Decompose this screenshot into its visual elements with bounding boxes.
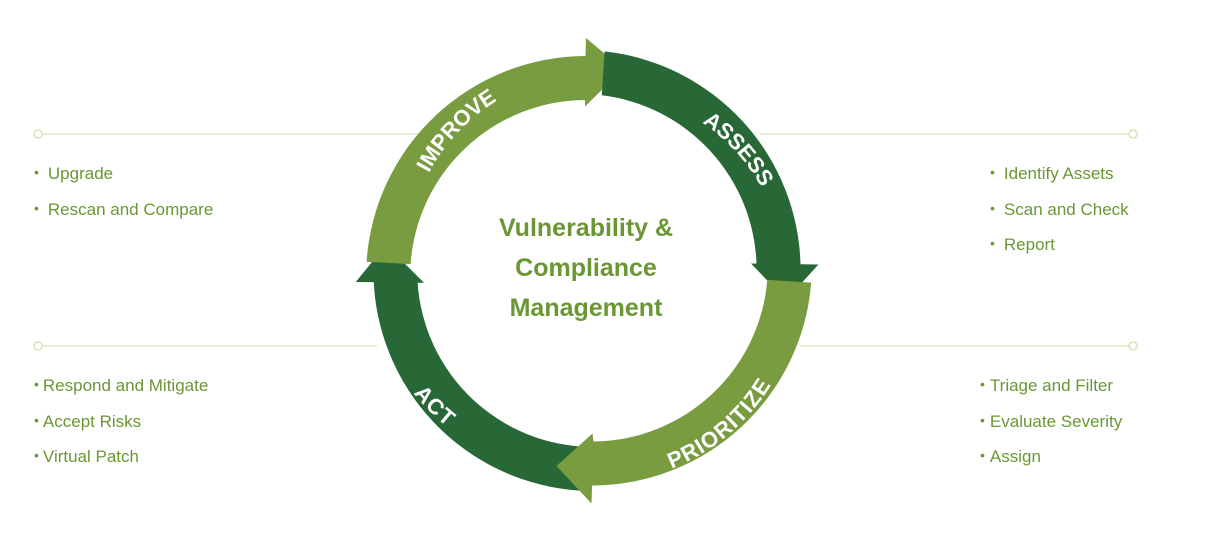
list-item: • Report (990, 232, 1129, 268)
list-item: • Rescan and Compare (34, 197, 213, 233)
list-item-text: Rescan and Compare (47, 199, 214, 219)
bullet-icon: • (980, 411, 985, 428)
center-title-line-3: Management (509, 294, 663, 322)
bullet-icon: • (34, 376, 39, 392)
list-item-text: Report (1003, 235, 1055, 254)
list-item-text: Triage and Filter (989, 376, 1114, 395)
list-item-text: Scan and Check (1003, 199, 1129, 219)
improve-connector-line (42, 133, 422, 135)
list-item-text: Evaluate Severity (989, 411, 1123, 431)
list-item: •Virtual Patch (34, 444, 208, 480)
act-connector-line (42, 345, 377, 347)
list-item: •Respond and Mitigate (34, 373, 208, 409)
center-title-line-2: Compliance (515, 254, 657, 282)
list-item-text: Assign (989, 447, 1041, 466)
assess-arrow (601, 51, 819, 301)
bullet-icon: • (34, 164, 39, 180)
list-item-text: Upgrade (47, 164, 114, 183)
list-item: •Evaluate Severity (980, 409, 1122, 445)
center-title-line-1: Vulnerability & (498, 214, 674, 242)
improve-connector-dot (33, 129, 43, 139)
improve-list: • Upgrade • Rescan and Compare (34, 161, 213, 232)
list-item-text: Virtual Patch (42, 447, 139, 466)
bullet-icon: • (990, 235, 995, 251)
act-connector-dot (33, 341, 43, 351)
assess-connector-line (760, 133, 1132, 135)
prioritize-arrow (556, 279, 812, 504)
bullet-icon: • (990, 164, 995, 180)
list-item-text: Identify Assets (1003, 164, 1114, 183)
act-list: •Respond and Mitigate •Accept Risks •Vir… (34, 373, 208, 480)
list-item: •Assign (980, 444, 1122, 480)
center-title: Vulnerability & Compliance Management (466, 208, 706, 328)
list-item: • Scan and Check (990, 197, 1129, 233)
list-item-text: Respond and Mitigate (42, 376, 209, 395)
assess-connector-dot (1128, 129, 1138, 139)
act-arrow (355, 245, 592, 491)
bullet-icon: • (34, 199, 39, 216)
improve-arrow (366, 38, 623, 265)
list-item: • Upgrade (34, 161, 213, 197)
list-item: •Triage and Filter (980, 373, 1122, 409)
list-item: •Accept Risks (34, 409, 208, 445)
bullet-icon: • (990, 199, 995, 216)
bullet-icon: • (34, 447, 39, 463)
assess-list: • Identify Assets • Scan and Check • Report (990, 161, 1129, 268)
list-item: • Identify Assets (990, 161, 1129, 197)
bullet-icon: • (980, 447, 985, 463)
list-item-text: Accept Risks (42, 411, 142, 431)
prioritize-list: •Triage and Filter •Evaluate Severity •A… (980, 373, 1122, 480)
prioritize-connector-line (800, 345, 1132, 347)
bullet-icon: • (34, 411, 39, 428)
prioritize-connector-dot (1128, 341, 1138, 351)
bullet-icon: • (980, 376, 985, 392)
